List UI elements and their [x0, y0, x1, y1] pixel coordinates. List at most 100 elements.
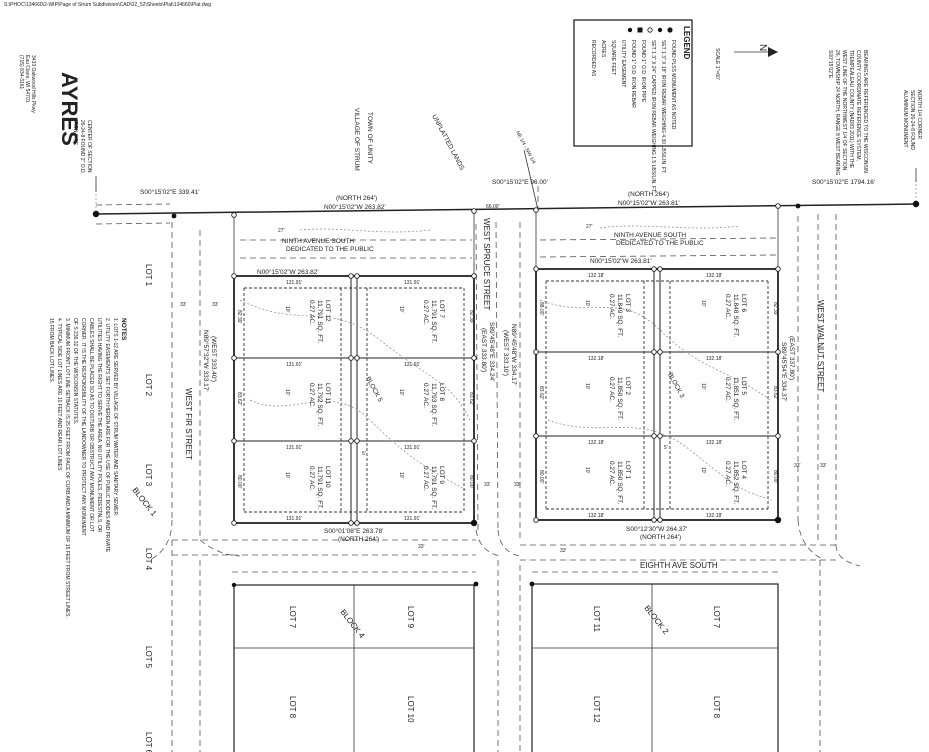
bearing-note-line: COUNTY COORDINATE REFERENCE SYSTEM, [855, 50, 861, 161]
notes-title: NOTES [120, 318, 127, 341]
lot-corner-pin [354, 355, 360, 361]
lot-corner-pin [354, 520, 360, 526]
lot-name: LOT 9 [438, 466, 445, 484]
spruce-rec-b: (WEST 333.10') [502, 330, 509, 376]
lot-area-sf: 11,792 SQ. FT. [316, 383, 323, 426]
section-line: S00°15'02"E 339.41' S00°15'02"E 96.00' S… [92, 149, 920, 225]
corner-note-line: NORTH 1/4 CORNER [916, 90, 922, 139]
legend-item-text: FOUND PLSS MONUMENT AS NOTED [670, 40, 676, 130]
legend-item: RECORDED AS [590, 40, 596, 77]
lot-corner-pin [657, 266, 663, 272]
lot-area-sf: 11,848 SQ. FT. [732, 294, 739, 337]
legend-item-text: SQUARE FEET [610, 40, 616, 75]
dim-label: 131.91' [404, 280, 420, 286]
lot-easement-text: 10' [284, 389, 290, 396]
firm-logo: AYRES [57, 72, 82, 146]
new-lot-labels: LOT 711,791 SQ. FT.0.27 AC.10'LOT 811,79… [284, 294, 747, 509]
dim-label: 83.62' [772, 386, 778, 400]
section-brg-west: N00°15'02"W 263.82' [324, 203, 386, 211]
dim-label: 33' [418, 544, 425, 550]
street-labels: NINTH AVENUE SOUTH DEDICATED TO THE PUBL… [184, 218, 825, 570]
existing-lot-label: LOT 8 [712, 696, 721, 719]
village-label-group: VILLAGE OF STRUM [353, 108, 360, 171]
bearing-note-line: WEST LINE OF THE NORTHWEST 1/4 OF SECTIO… [841, 50, 847, 171]
lot-corner-pin [231, 355, 237, 361]
block-corner-monument [470, 519, 478, 527]
dim-label: 33' [820, 463, 827, 469]
legend-item-text: FOUND 1" O.D. IRON REBAR [630, 40, 636, 108]
se-course: S00°12'30"W 264.37' [626, 525, 687, 533]
note-line: 1. LOTS 1-12 ARE SERVED BY VILLAGE OF ST… [112, 318, 118, 516]
dim-label: 33' [794, 463, 801, 469]
existing-lot-label: LOT 10 [406, 696, 415, 723]
existing-lot-label: LOT 11 [592, 606, 601, 632]
legend-item: FOUND PLSS MONUMENT AS NOTED [667, 27, 676, 130]
row-course-west: N00°15'02"W 263.82' [257, 268, 319, 276]
lot-easement-text: 10' [700, 383, 706, 390]
legend-item: SQUARE FEET [610, 40, 616, 75]
lot-label: LOT 911,791 SQ. FT.0.27 AC.10' [398, 466, 445, 509]
dim-label: 80.00' [772, 470, 778, 484]
lot-name: LOT 12 [324, 300, 331, 322]
block-east [535, 206, 779, 521]
existing-lot-label: LOT 1 [144, 264, 153, 287]
lot-label: LOT 111,850 SQ. FT.0.27 AC.10' [584, 461, 631, 504]
dim-label: 83.62' [468, 392, 474, 406]
lot-area-ac: 0.27 AC. [422, 383, 429, 408]
lot-label: LOT 311,849 SQ. FT.0.27 AC.10' [584, 294, 631, 337]
lot-corner-pin [348, 273, 354, 279]
found-pipe-marker [473, 581, 479, 587]
lot-easement-text: 10' [398, 472, 404, 479]
lot-corner-pin [471, 438, 477, 444]
section-seg-right: S00°15'02"E 1794.16' [812, 178, 875, 186]
lot-corner-pin [657, 517, 663, 523]
dimension-labels: 131.91' 131.91' 131.91' 131.91' 131.91' … [180, 204, 827, 554]
north-arrow: N SCALE 1"=60' [714, 44, 778, 80]
fir-rec: (WEST 333.40') [210, 336, 217, 382]
legend-item: FOUND 1" O.D. IRON PIPE [637, 27, 646, 103]
lot-label: LOT 611,848 SQ. FT.0.27 AC.10' [700, 294, 747, 337]
lot-name: LOT 1 [624, 461, 631, 479]
roadways [149, 214, 861, 567]
block-labels: BLOCK 5 BLOCK 3 BLOCK 1 BLOCK 4 BLOCK 2 [130, 372, 685, 641]
spruce-rec: (EAST 333.80') [480, 328, 487, 372]
lot-easement-text: 10' [584, 300, 590, 307]
se-rec: (NORTH 264') [640, 534, 681, 541]
fir-course: N89°57'32"W 333.17' [202, 330, 210, 392]
dim-label: 33' [514, 482, 521, 488]
spruce-course: S89°45'48"E 334.24' [488, 322, 496, 381]
dim-label: 80.00' [236, 475, 242, 489]
note-line: 15 FROM BACK LOT LINES. [48, 318, 54, 383]
firm-address-line: 3433 Oakwood Hills Pkwy. [30, 55, 36, 114]
lot-corner-pin [651, 517, 657, 523]
existing-lot-label: LOT 4 [144, 548, 153, 571]
spruce-course-b: N89°45'48"W 334.17' [510, 324, 518, 386]
lot-area-ac: 0.27 AC. [422, 466, 429, 491]
dim-label: 27' [586, 224, 593, 230]
block-label: BLOCK 3 [666, 372, 685, 400]
lot-easement-text: 10' [398, 389, 404, 396]
lot-easement-text: 10' [700, 300, 706, 307]
section-brg-east: N00°15'02"W 263.81' [618, 199, 680, 207]
street-west-walnut: WEST WALNUT STREET [816, 300, 825, 392]
block-corner-monument [795, 203, 801, 209]
firm-address-line: Eau Claire, WI 54701 [24, 55, 30, 103]
dim-label: 131.91' [286, 445, 302, 451]
lot-corner-pin [651, 433, 657, 439]
north-arrow-icon [768, 47, 778, 57]
note-line: UTILITIES HAVING THE RIGHT TO SERVE THE … [96, 318, 102, 533]
lot-corner-pin [775, 349, 781, 355]
bearing-note: BEARINGS ARE REFERENCED TO THE WISCONSIN… [827, 50, 868, 176]
firm-address: 3433 Oakwood Hills Pkwy. Eau Claire, WI … [18, 55, 36, 114]
section-seg-left: S00°15'02"E 339.41' [140, 188, 199, 196]
dim-label: 131.91' [404, 362, 420, 368]
legend-item-text: SET 1.3" X 24" CAPPED IRON REBAR WEIGHIN… [650, 40, 656, 193]
existing-lot-label: LOT 7 [288, 606, 297, 629]
dim-label: 33' [180, 302, 187, 308]
dim-label: 33' [212, 302, 219, 308]
lot-corner-pin [348, 520, 354, 526]
